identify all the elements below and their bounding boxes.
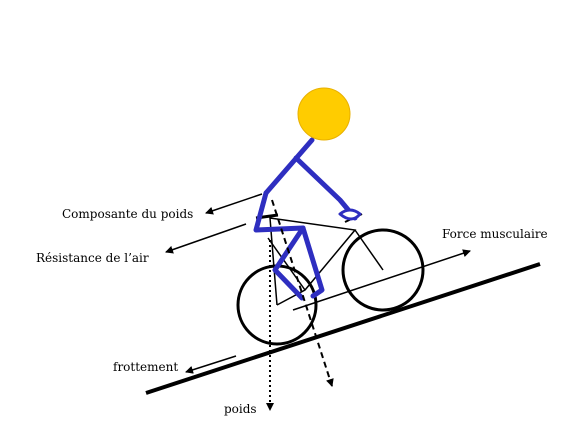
bicycle-fork (354, 229, 384, 271)
rider-head (297, 87, 351, 141)
label-force-musculaire: Force musculaire (442, 227, 548, 241)
label-composante-du-poids: Composante du poids (62, 207, 193, 221)
front-wheel (341, 228, 425, 312)
frottement-arrow (185, 355, 237, 374)
force-musculaire-arrow (292, 249, 471, 311)
rider-hand (338, 208, 362, 221)
composante-du-poids-arrow (205, 193, 263, 215)
label-poids: poids (224, 402, 257, 416)
rider-torso (263, 137, 315, 196)
rider-leg-back (300, 225, 325, 299)
perpendicular-component-arrow (271, 199, 334, 387)
rider-figure (253, 137, 362, 301)
slope-ground-line (145, 262, 541, 395)
resistance-air-arrow (165, 223, 247, 254)
label-frottement: frottement (113, 360, 178, 374)
rider-leg (253, 190, 306, 301)
label-resistance-air: Résistance de l’air (36, 251, 149, 265)
bicycle-icon (236, 213, 425, 346)
